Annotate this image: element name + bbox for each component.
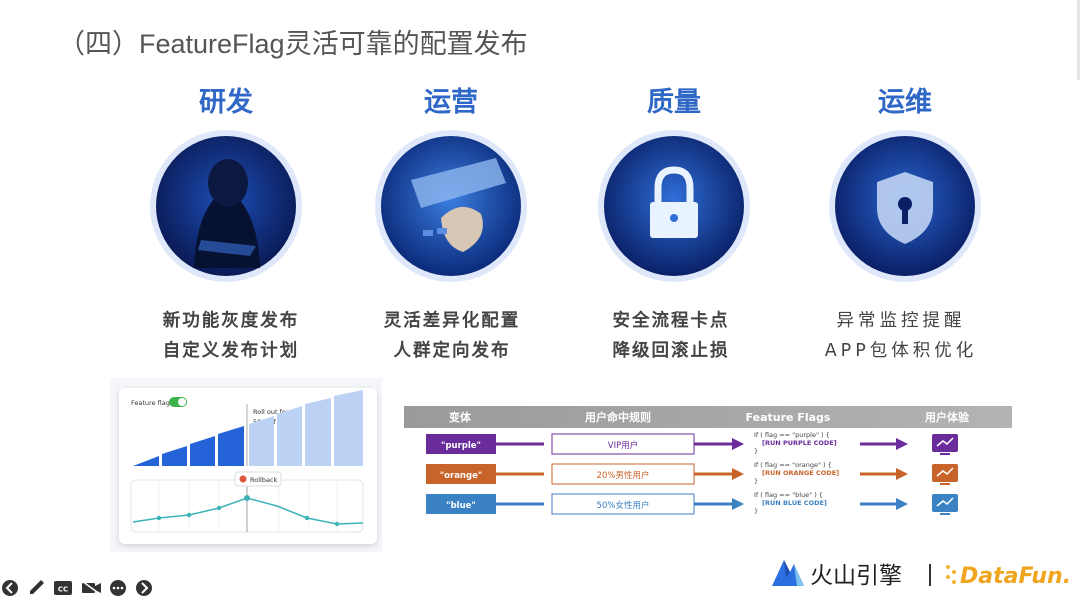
feature-flag-table: 变体 用户命中规则 Feature Flags 用户体验 "purple" VIP… [404,406,1012,515]
variant-label: "purple" [441,441,481,451]
datafun-text: DataFun. [960,564,1071,589]
rollout-text-1: Roll out for [253,408,289,416]
rollout-card: Feature flag Roll out for 50% of users R… [119,388,377,544]
pen-icon[interactable] [30,580,44,594]
rollback-button[interactable] [234,471,282,487]
volcano-engine-text: 火山引擎 [810,563,902,589]
page-title: （四）FeatureFlag灵活可靠的配置发布 [58,29,528,59]
metrics-points [156,495,340,527]
code-line: [RUN ORANGE CODE] [762,469,839,477]
camera-off-icon[interactable] [81,580,102,596]
header-rule: 用户命中规则 [585,410,651,424]
volcano-logo-icon [772,560,804,586]
datafun-logo-icon [946,565,956,584]
table-header [404,406,1012,428]
rollout-bar [249,416,274,466]
screen-stand [940,453,950,455]
rule-label: 50%女性用户 [597,500,650,511]
rollout-bar [277,406,302,466]
rule-label: VIP用户 [608,440,638,451]
caption-line: APP包体积优化 [824,341,978,361]
caption-line: 安全流程卡点 [612,311,730,331]
caption-line: 降级回滚止损 [612,341,730,361]
header-experience: 用户体验 [925,410,970,424]
rollout-text-2: 50% of users [253,418,296,426]
screen-stand [940,483,950,485]
code-line: [RUN BLUE CODE] [762,499,827,507]
rollout-bar [133,456,159,466]
code-line: If ( flag == "purple" ) { [754,431,830,439]
code-line: If ( flag == "orange" ) { [754,461,832,469]
code-line: [RUN PURPLE CODE] [762,439,837,447]
caption-line: 自定义发布计划 [162,341,300,361]
slide-toolbar: CC [2,580,152,596]
caption-line: 灵活差异化配置 [383,311,521,331]
code-line: If ( flag == "blue" ) { [754,491,823,499]
caption-line: 人群定向发布 [393,341,511,361]
heading-qa: 质量 [647,87,701,118]
captions-icon[interactable]: CC [54,581,72,595]
logos: 火山引擎 DataFun. [772,560,1071,589]
variant-box [426,434,496,454]
svg-text:CC: CC [58,586,68,594]
rollout-bar [334,390,363,466]
rollout-bar [190,436,215,466]
hacker-image [150,130,302,282]
caption-dev: 新功能灰度发布 自定义发布计划 [131,306,331,366]
heading-sre: 运维 [878,87,932,118]
heading-dev: 研发 [199,87,253,118]
edge-line [1077,0,1080,80]
rollback-label: Rollback [250,476,277,484]
toggle-knob [178,398,186,406]
arrow-head [896,438,908,450]
arrow-head [732,498,744,510]
operations-image [375,130,527,282]
more-icon[interactable] [110,580,126,596]
heading-ops: 运营 [424,87,478,118]
rollout-bar [162,446,187,466]
rule-label: 20%男性用户 [597,470,650,481]
trend-icon [936,497,954,507]
toggle-label: Feature flag [131,399,170,407]
header-variant: 变体 [449,410,472,424]
trend-icon [936,437,954,447]
variant-box [426,464,496,484]
caption-qa: 安全流程卡点 降级回滚止损 [571,306,771,366]
caption-line: 新功能灰度发布 [162,311,300,331]
variant-box [426,494,496,514]
arrow-head [732,438,744,450]
rollout-bar [218,426,244,466]
lock-image [598,130,750,282]
arrow-head [896,468,908,480]
caption-sre: 异常监控提醒 APP包体积优化 [801,306,1001,366]
shield-image [829,130,981,282]
arrow-head [896,498,908,510]
arrow-head [732,468,744,480]
rollback-icon [239,475,247,483]
code-line: } [754,507,758,515]
rollout-graphic: Feature flag Roll out for 50% of users R… [130,390,364,533]
variant-label: "orange" [440,471,483,481]
code-line: } [754,447,758,455]
screen-stand [940,513,950,515]
code-line: } [754,477,758,485]
variant-label: "blue" [446,501,476,511]
caption-line: 异常监控提醒 [836,311,966,331]
next-slide-icon[interactable] [136,580,152,596]
caption-ops: 灵活差异化配置 人群定向发布 [352,306,552,366]
prev-slide-icon[interactable] [2,580,18,596]
trend-icon [936,467,954,477]
header-flags: Feature Flags [746,411,831,424]
rollout-bar [305,398,331,466]
